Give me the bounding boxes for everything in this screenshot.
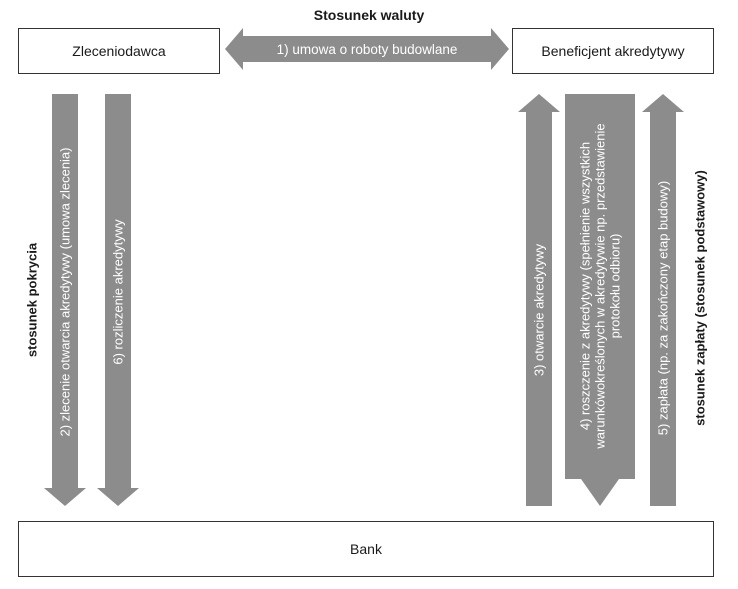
down-arrow-shape: [44, 94, 86, 506]
arrow-claim-line-1: 4) roszczenie z akredytywy (spełnienie w…: [577, 141, 593, 431]
arrow-order: 2) zlecenie otwarcia akredytywy (umowa z…: [44, 94, 86, 506]
arrow-payment-label: 5) zapłata (np. za zakończony etap budow…: [655, 180, 671, 436]
up-arrow-shape: [642, 94, 684, 506]
arrow-contract-label: 1) umowa o roboty budowlane: [276, 41, 458, 57]
up-arrow-shape: [518, 94, 560, 506]
arrow-settlement-label: 6) rozliczenie akredytywy: [110, 219, 126, 365]
diagram-title: Stosunek waluty: [313, 7, 425, 23]
beneficiary-box: Beneficjent akredytywy: [512, 28, 714, 74]
beneficiary-label: Beneficjent akredytywy: [541, 43, 685, 59]
arrow-opening: 3) otwarcie akredytywy: [518, 94, 560, 506]
arrow-claim-label: 4) roszczenie z akredytywy (spełnienie w…: [578, 123, 623, 448]
payment-relation-label: stosunek zapłaty (stosunek podstawowy): [692, 170, 708, 426]
arrow-order-label: 2) zlecenie otwarcia akredytywy (umowa z…: [57, 147, 73, 437]
down-arrow-shape: [565, 94, 635, 506]
arrow-contract: 1) umowa o roboty budowlane: [225, 28, 509, 70]
arrow-opening-label: 3) otwarcie akredytywy: [531, 243, 547, 377]
arrow-claim-line-3: protokołu odbioru): [607, 233, 623, 339]
arrow-settlement: 6) rozliczenie akredytywy: [97, 94, 139, 506]
down-arrow-shape: [97, 94, 139, 506]
bank-label: Bank: [350, 541, 382, 557]
double-arrow-shape: [225, 28, 509, 70]
coverage-relation-label: stosunek pokrycia: [24, 242, 40, 358]
arrow-payment: 5) zapłata (np. za zakończony etap budow…: [642, 94, 684, 506]
bank-box: Bank: [18, 521, 714, 577]
arrow-claim-line-2: warunkówokreślonych w akredytywie np. pr…: [592, 123, 608, 449]
client-box: Zleceniodawca: [18, 28, 220, 74]
arrow-claim: 4) roszczenie z akredytywy (spełnienie w…: [565, 94, 635, 506]
client-label: Zleceniodawca: [72, 43, 166, 59]
